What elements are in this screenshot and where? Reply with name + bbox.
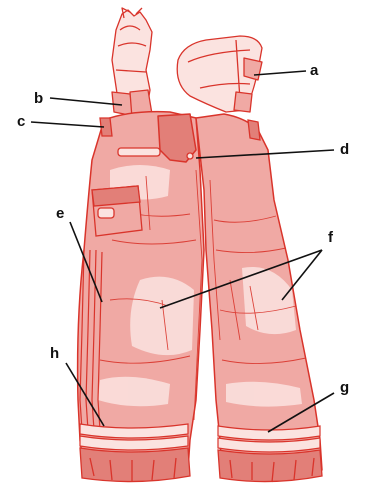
label-c: c [17, 113, 25, 130]
label-f: f [328, 229, 334, 246]
label-b: b [34, 90, 43, 107]
leader-line-b [50, 98, 122, 105]
annotation-b: b [34, 90, 122, 107]
label-d: d [340, 141, 349, 158]
annotation-a: a [254, 62, 319, 79]
suspenders [112, 8, 262, 118]
label-h: h [50, 345, 59, 362]
label-a: a [310, 62, 319, 79]
label-g: g [340, 379, 349, 396]
annotation-c: c [17, 113, 104, 130]
leader-line-c [31, 122, 104, 127]
leader-line-a [254, 71, 306, 75]
label-e: e [56, 205, 64, 222]
cuffs [80, 448, 322, 482]
